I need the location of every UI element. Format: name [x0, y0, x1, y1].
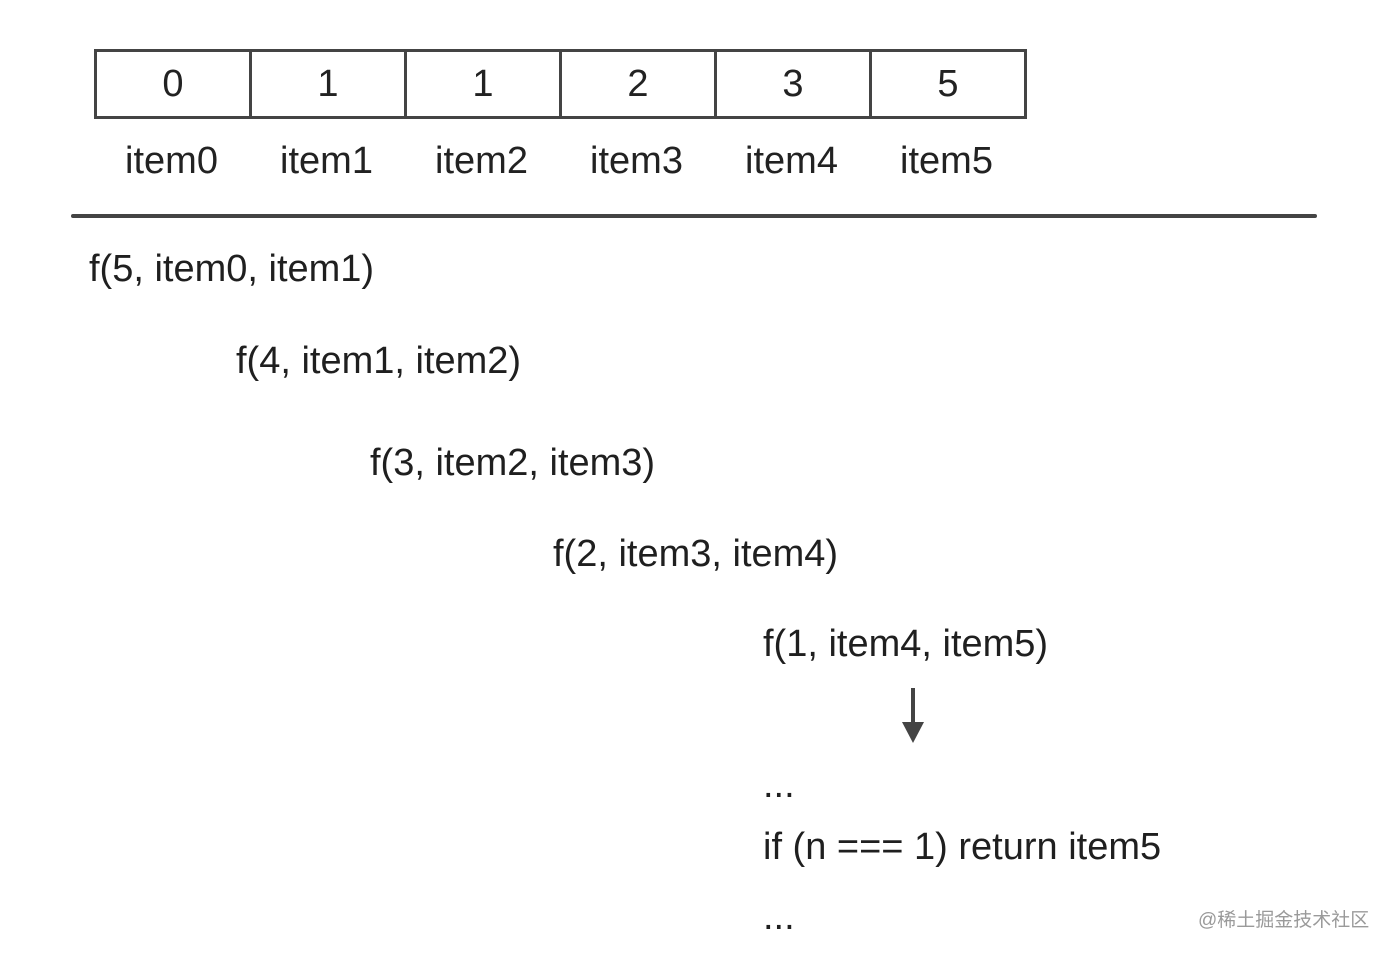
call-step-2: f(4, item1, item2) — [236, 340, 522, 382]
divider-line — [71, 214, 1317, 218]
array-cell-2: 1 — [407, 52, 562, 116]
ellipsis-bottom: ... — [763, 896, 795, 938]
call-step-1: f(5, item0, item1) — [89, 248, 375, 290]
item-label-5: item5 — [900, 140, 993, 182]
item-label-2: item2 — [435, 140, 528, 182]
array-boxes: 0 1 1 2 3 5 — [94, 49, 1027, 119]
call-step-3: f(3, item2, item3) — [370, 442, 656, 484]
array-cell-1: 1 — [252, 52, 407, 116]
array-cell-3: 2 — [562, 52, 717, 116]
array-item-labels: item0 item1 item2 item3 item4 item5 — [94, 140, 1024, 183]
down-arrow-icon — [902, 688, 924, 743]
item-label-4: item4 — [745, 140, 838, 182]
item-label-1: item1 — [280, 140, 373, 182]
call-step-5: f(1, item4, item5) — [763, 623, 1049, 665]
array-cell-5: 5 — [937, 62, 959, 105]
watermark: @稀土掘金技术社区 — [1198, 910, 1370, 931]
item-label-3: item3 — [590, 140, 683, 182]
base-case-condition: if (n === 1) return item5 — [763, 826, 1162, 868]
call-step-4: f(2, item3, item4) — [553, 533, 839, 575]
array-cell-0: 0 — [97, 52, 252, 116]
array-cell-4: 3 — [717, 52, 872, 116]
ellipsis-top: ... — [763, 764, 795, 806]
item-label-0: item0 — [125, 140, 218, 182]
